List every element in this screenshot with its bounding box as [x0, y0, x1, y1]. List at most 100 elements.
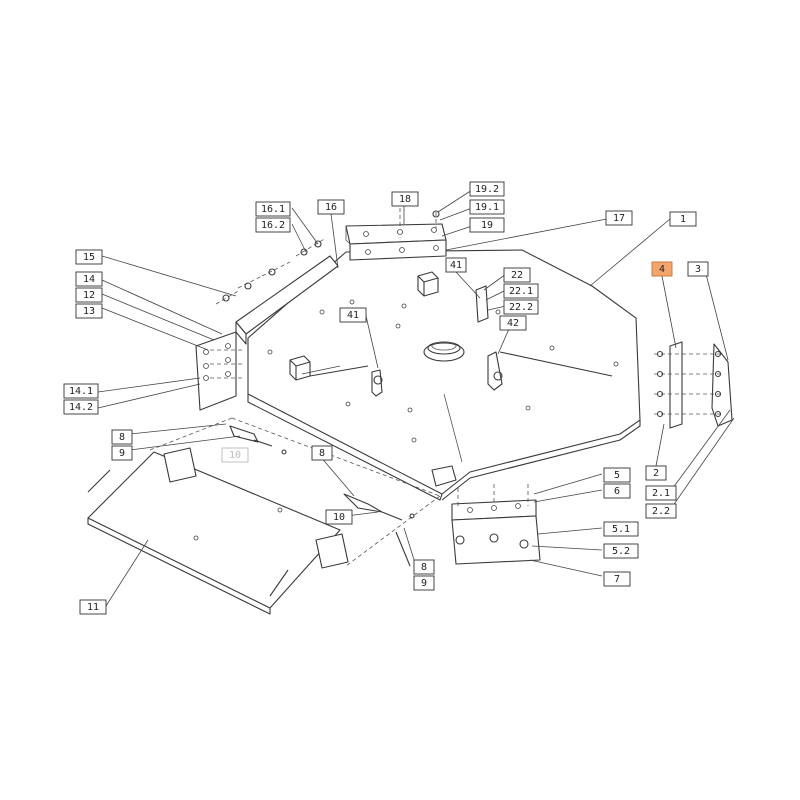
callout-label: 2.1: [652, 488, 670, 499]
callout-13: 13: [75, 303, 103, 319]
callout-9a: 9: [111, 445, 133, 461]
callout-8b: 8: [311, 445, 333, 461]
callout-label: 14: [83, 274, 95, 285]
callout-box: [255, 201, 291, 217]
callout-14-2: 14.2: [63, 399, 99, 415]
callout-19: 19: [469, 217, 505, 233]
callout-box: [469, 217, 505, 233]
callout-box: [255, 217, 291, 233]
callout-8c: 8: [413, 559, 435, 575]
rear-baffle: [345, 208, 447, 261]
callout-box: [603, 483, 631, 499]
callout-box: [111, 429, 133, 445]
callout-2-2: 2.2: [645, 503, 677, 519]
callout-box: [75, 249, 103, 265]
callout-label: 22.2: [509, 302, 533, 313]
callout-box: [645, 465, 667, 481]
flap-hinge-right: [315, 533, 349, 569]
callout-box: [645, 485, 677, 501]
callout-box: [687, 261, 709, 277]
callout-label: 7: [614, 574, 620, 585]
callout-label: 5.1: [612, 524, 630, 535]
callout-label: 10: [333, 512, 345, 523]
callout-label: 16.1: [261, 204, 285, 215]
callout-42: 42: [499, 315, 527, 331]
callout-16: 16: [317, 199, 345, 215]
callout-label: 5: [614, 470, 620, 481]
deck-latch: [431, 465, 457, 487]
callout-label: 42: [507, 318, 519, 329]
callout-6: 6: [603, 483, 631, 499]
callout-box: [111, 445, 133, 461]
callout-box: [651, 261, 673, 277]
callout-label: 3: [695, 264, 701, 275]
callout-19-2: 19.2: [469, 181, 505, 197]
callout-18: 18: [391, 191, 419, 207]
callout-box: [603, 521, 639, 537]
callout-14: 14: [75, 271, 103, 287]
front-right-bracket: [451, 484, 541, 565]
callout-label: 8: [119, 432, 125, 443]
callout-12: 12: [75, 287, 103, 303]
callout-label: 19.1: [475, 202, 499, 213]
callout-label: 9: [119, 448, 125, 459]
callout-label: 6: [614, 486, 620, 497]
callout-box: [75, 271, 103, 287]
flap-hinge-left: [163, 447, 197, 483]
callout-box: [325, 509, 353, 525]
callout-label: 17: [613, 213, 625, 224]
callout-16-2: 16.2: [255, 217, 291, 233]
callout-11: 11: [79, 599, 107, 615]
side-bracket: [195, 331, 237, 411]
callout-label: 8: [421, 562, 427, 573]
callout-9b: 9: [413, 575, 435, 591]
callout-label: 9: [421, 578, 427, 589]
part-3-plate: [711, 343, 733, 427]
callout-box: [75, 287, 103, 303]
callout-box: [413, 559, 435, 575]
callout-box: [445, 257, 467, 273]
spindle-housing: [423, 342, 465, 362]
callout-box: [645, 503, 677, 519]
callout-7: 7: [603, 571, 631, 587]
callout-4: 4: [651, 261, 673, 277]
callout-label: 5.2: [612, 546, 630, 557]
bracket-22: [475, 285, 489, 323]
callout-box: [413, 575, 435, 591]
callouts: 1 22.1 2.2 3 4 5 5.1 5.2 6 7 8 8 8 9 9 10 10 11 12 13 14 14.1…: [63, 181, 709, 615]
callout-10a: 10: [221, 447, 249, 463]
callout-label: 2.2: [652, 506, 670, 517]
callout-22-1: 22.1: [503, 283, 539, 299]
spring-left: [229, 425, 259, 443]
callout-box: [503, 283, 539, 299]
callout-box: [603, 543, 639, 559]
callout-box: [317, 199, 345, 215]
callout-label: 15: [83, 252, 95, 263]
callout-box: [603, 467, 631, 483]
callout-5: 5: [603, 467, 631, 483]
callout-label: 19.2: [475, 184, 499, 195]
callout-label: 1: [680, 214, 686, 225]
callout-label: 19: [481, 220, 493, 231]
mount-block-left: [289, 355, 311, 381]
callout-label: 11: [87, 602, 99, 613]
callout-label: 4: [659, 264, 665, 275]
deck-holes: [267, 299, 619, 443]
callout-box: [79, 599, 107, 615]
callout-box: [63, 383, 99, 399]
spring-right: [343, 493, 383, 513]
callout-3: 3: [687, 261, 709, 277]
callout-2-1: 2.1: [645, 485, 677, 501]
callout-box: [503, 299, 539, 315]
callout-8a: 8: [111, 429, 133, 445]
callout-label: 22.1: [509, 286, 533, 297]
part-4-plate: [669, 341, 683, 429]
callout-box: [311, 445, 333, 461]
callout-box: [503, 267, 531, 283]
callout-label: 8: [319, 448, 325, 459]
callout-41b: 41: [339, 307, 367, 323]
callout-box: [605, 210, 633, 226]
callout-label: 14.1: [69, 386, 93, 397]
callout-label: 12: [83, 290, 95, 301]
